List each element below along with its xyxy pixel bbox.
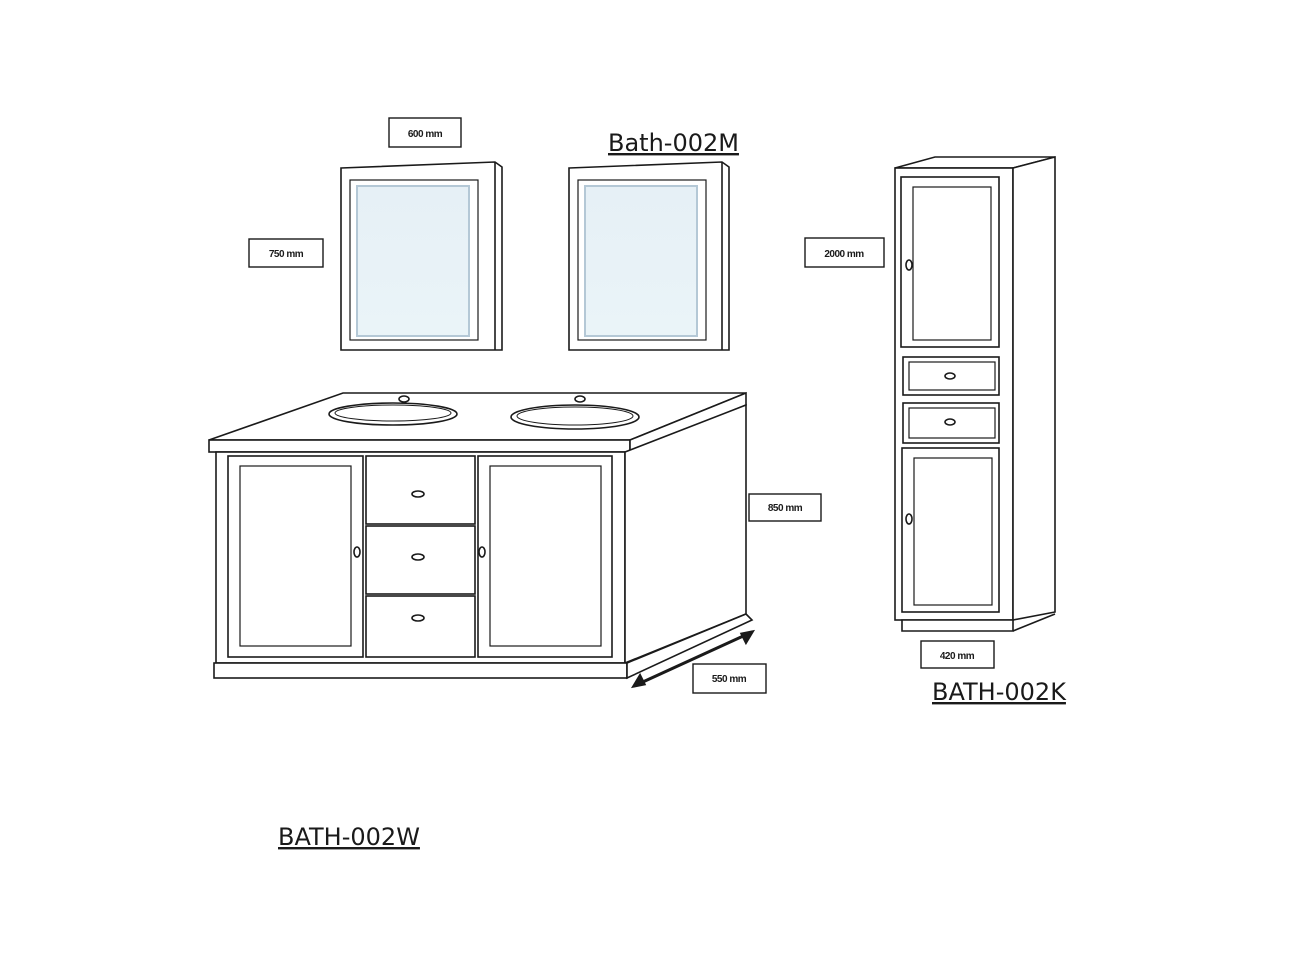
mirror-glass-right: [584, 185, 698, 337]
mirror-cabinet-right: [568, 161, 730, 351]
mirror-height-label: 750 mm: [269, 249, 304, 260]
vanity-drawer-2: [365, 525, 476, 595]
tall-cabinet: [894, 155, 1056, 632]
tall-cabinet-model-title: BATH-002K: [932, 678, 1067, 706]
vanity-door-left: [227, 455, 364, 658]
tall-drawer-1: [902, 356, 1000, 396]
mirror-width-label: 600 mm: [408, 129, 443, 140]
sink-left: [328, 402, 458, 426]
vanity-unit: [208, 391, 754, 680]
tall-lower-door: [901, 447, 1000, 613]
vanity-door-right: [477, 455, 613, 658]
vanity-height-label: 850 mm: [768, 503, 803, 514]
depth-arrow: [630, 629, 756, 689]
mirror-cabinet-left: [340, 161, 503, 351]
door-knob-right: [478, 546, 486, 558]
tap-left: [398, 395, 410, 403]
vanity-drawer-3: [365, 595, 476, 658]
tall-width-label: 420 mm: [940, 651, 975, 662]
vanity-model-title: BATH-002W: [278, 823, 420, 851]
tall-height-label: 2000 mm: [824, 249, 864, 260]
door-knob-left: [353, 546, 361, 558]
mirror-glass-left: [356, 185, 470, 337]
vanity-depth-label: 550 mm: [712, 674, 747, 685]
vanity-drawer-1: [365, 455, 476, 525]
sink-right: [510, 404, 640, 430]
tall-upper-door: [900, 176, 1000, 348]
tall-drawer-2: [902, 402, 1000, 444]
mirror-model-title: Bath-002M: [608, 129, 739, 157]
tap-right: [574, 395, 586, 403]
